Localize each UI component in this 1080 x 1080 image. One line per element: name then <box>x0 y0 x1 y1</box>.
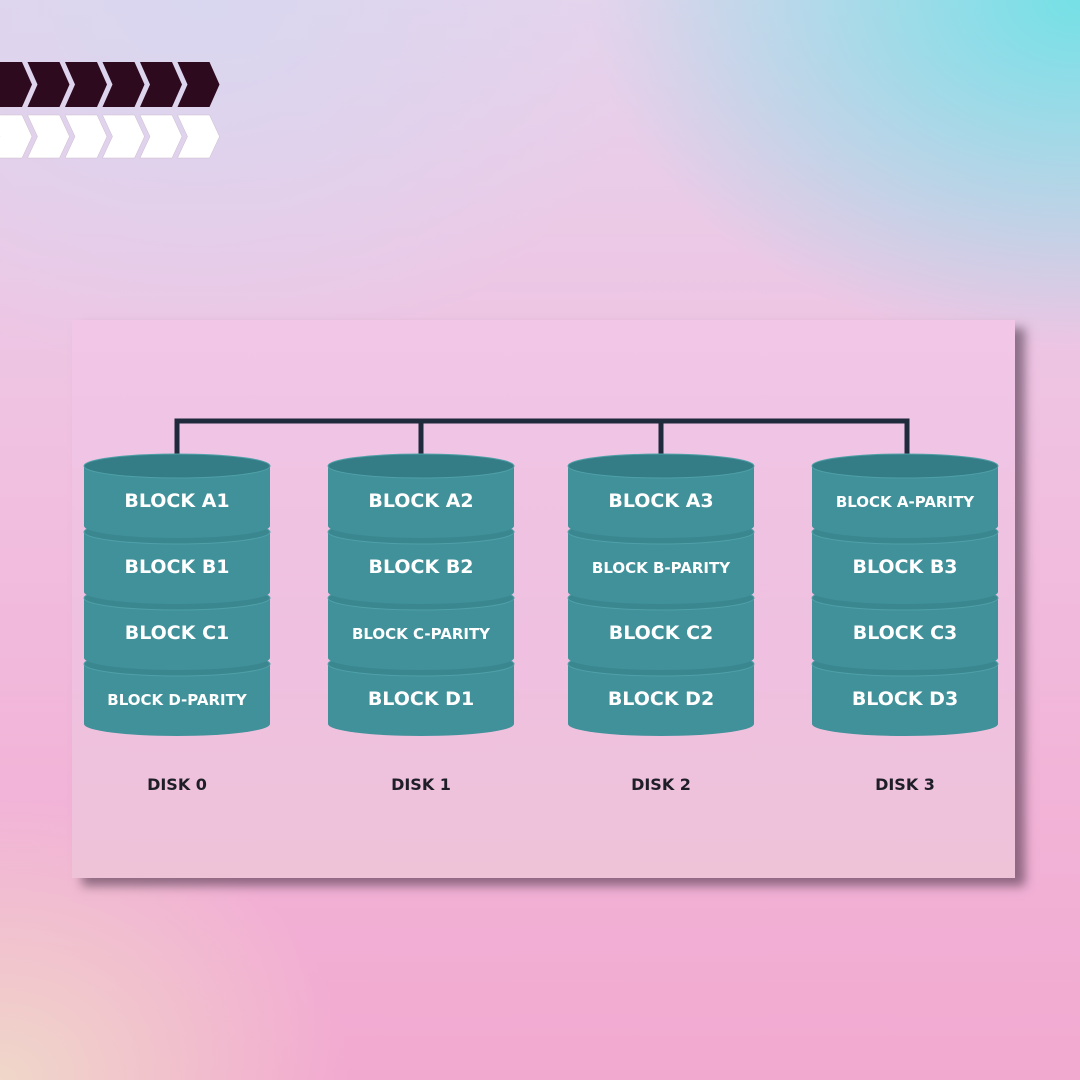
chevron-light-icon <box>177 114 220 159</box>
disk-segment-body <box>568 598 754 670</box>
disk-block: BLOCK A1 <box>83 453 271 538</box>
disk-3: BLOCK D3 BLOCK C3 BLOCK B3 BLOCK A-PARITY DI… <box>811 453 999 794</box>
disk-segment-body <box>812 598 998 670</box>
raid5-diagram-panel: BLOCK D-PARITY BLOCK C1 BLOCK B1 BLOCK A1 DI… <box>72 320 1015 878</box>
chevron-dark-icon <box>65 62 107 107</box>
chevron-light-icon <box>139 114 183 159</box>
block-label: BLOCK A1 <box>124 490 229 512</box>
disk-block: BLOCK A3 <box>567 453 755 538</box>
disk-segment-top <box>327 453 515 479</box>
disk-label: DISK 0 <box>147 775 207 794</box>
disk-segment-body <box>84 532 270 604</box>
block-label: BLOCK C2 <box>609 622 714 644</box>
disk-segment-body <box>328 664 514 736</box>
disk-segment-body <box>328 532 514 604</box>
chevron-dark-icon <box>177 62 220 107</box>
block-label: BLOCK D1 <box>368 688 474 710</box>
disk-label: DISK 3 <box>875 775 935 794</box>
disk-segment-body <box>84 466 270 538</box>
disk-segment-body <box>568 664 754 736</box>
disk-segment-top <box>567 453 755 479</box>
block-label: BLOCK C3 <box>853 622 958 644</box>
chevron-decoration <box>0 62 220 159</box>
chevron-light-icon <box>0 114 33 159</box>
block-label: BLOCK D2 <box>608 688 714 710</box>
disk-block: BLOCK A2 <box>327 453 515 538</box>
disk-segment-body <box>568 466 754 538</box>
block-label: BLOCK B-PARITY <box>592 559 731 577</box>
disk-label: DISK 1 <box>391 775 451 794</box>
block-label: BLOCK C-PARITY <box>352 625 491 643</box>
disk-segment-top <box>83 453 271 479</box>
disk-segment-body <box>328 466 514 538</box>
disk-label: DISK 2 <box>631 775 691 794</box>
block-label: BLOCK B2 <box>368 556 473 578</box>
block-label: BLOCK B3 <box>852 556 957 578</box>
connector-line <box>174 418 910 458</box>
disk-segment-body <box>812 466 998 538</box>
block-label: BLOCK A3 <box>608 490 713 512</box>
disk-1: BLOCK D1 BLOCK C-PARITY BLOCK B2 BLOCK A2 DI… <box>327 453 515 794</box>
block-label: BLOCK A2 <box>368 490 473 512</box>
disk-2: BLOCK D2 BLOCK C2 BLOCK B-PARITY BLOCK A3 DI… <box>567 453 755 794</box>
disk-block: BLOCK A-PARITY <box>811 453 999 538</box>
block-label: BLOCK C1 <box>125 622 230 644</box>
block-label: BLOCK B1 <box>124 556 229 578</box>
disk-segment-body <box>84 598 270 670</box>
disk-segment-body <box>812 532 998 604</box>
chevron-dark-icon <box>102 62 145 107</box>
chevron-light-icon <box>64 114 108 159</box>
disk-0: BLOCK D-PARITY BLOCK C1 BLOCK B1 BLOCK A1 DI… <box>83 453 271 794</box>
chevron-light-icon <box>102 114 145 159</box>
disk-segment-body <box>812 664 998 736</box>
connector-bus <box>174 418 910 458</box>
block-label: BLOCK D-PARITY <box>107 691 248 709</box>
chevron-dark-icon <box>0 62 32 107</box>
chevron-light-icon <box>27 114 70 159</box>
chevron-dark-icon <box>27 62 70 107</box>
disk-segment-body <box>328 598 514 670</box>
disk-segment-body <box>84 664 270 736</box>
block-label: BLOCK D3 <box>852 688 958 710</box>
disk-segment-body <box>568 532 754 604</box>
raid5-diagram: BLOCK D-PARITY BLOCK C1 BLOCK B1 BLOCK A1 DI… <box>83 418 999 794</box>
block-label: BLOCK A-PARITY <box>836 493 975 511</box>
chevron-dark-icon <box>140 62 182 107</box>
disk-segment-top <box>811 453 999 479</box>
